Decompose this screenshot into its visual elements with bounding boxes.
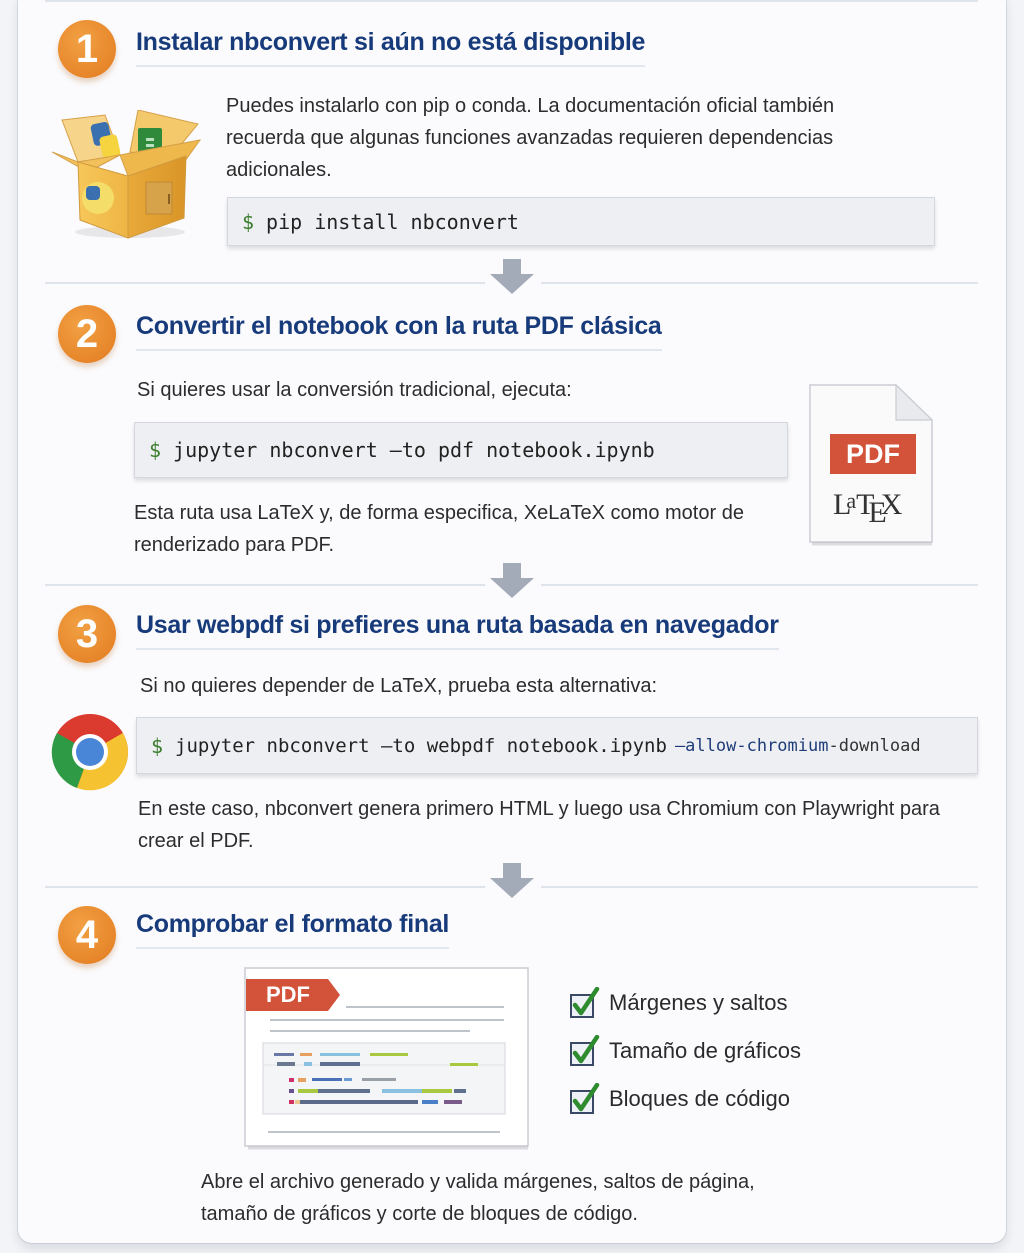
step-2-title: Convertir el notebook con la ruta PDF cl… [136, 312, 662, 351]
step-2-badge: 2 [58, 305, 116, 363]
checked-checkbox-icon[interactable] [569, 1083, 601, 1115]
pdf-ribbon-icon [246, 979, 340, 1011]
checklist-item[interactable]: Márgenes y saltos [569, 979, 801, 1027]
step-1-badge: 1 [58, 20, 116, 78]
format-checklist: Márgenes y saltos Tamaño de gráficos Blo… [569, 979, 801, 1123]
checked-checkbox-icon[interactable] [569, 1035, 601, 1067]
command-flag: —allow-chromium [674, 735, 829, 756]
step-2-intro: Si quieres usar la conversión tradiciona… [137, 379, 572, 401]
step-2-description: Esta ruta usa LaTeX y, de forma especifi… [134, 502, 744, 556]
shell-prompt: $ [151, 733, 164, 758]
checked-checkbox-icon[interactable] [569, 987, 601, 1019]
step-1-title: Instalar nbconvert si aún no está dispon… [136, 28, 645, 67]
step-3-intro: Si no quieres depender de LaTeX, prueba … [140, 675, 658, 697]
shell-prompt: $ [242, 209, 255, 234]
pdf-label: PDF [830, 434, 916, 474]
arrow-down-icon [490, 863, 534, 898]
step-4-badge: 4 [58, 906, 116, 964]
shell-prompt: $ [149, 438, 162, 462]
latex-logo: LaTEX [833, 488, 903, 529]
step-4-description: Abre el archivo generado y valida márgen… [201, 1171, 755, 1225]
checklist-label: Tamaño de gráficos [609, 1038, 801, 1063]
checklist-item[interactable]: Bloques de código [569, 1075, 801, 1123]
step-1-command-block[interactable]: $ pip install nbconvert [227, 197, 935, 246]
step-3-description: En este caso, nbconvert genera primero H… [138, 798, 940, 852]
chrome-icon [51, 714, 129, 791]
arrow-down-icon [490, 259, 534, 294]
step-3-title: Usar webpdf si prefieres una ruta basada… [136, 611, 779, 650]
step-3-command-block[interactable]: $ jupyter nbconvert —to webpdf notebook.… [136, 717, 978, 774]
command-flag-tail: -download [828, 735, 921, 756]
checklist-item[interactable]: Tamaño de gráficos [569, 1027, 801, 1075]
checklist-label: Bloques de código [609, 1086, 791, 1111]
command-text: jupyter nbconvert —to pdf notebook.ipynb [173, 438, 655, 462]
step-2-command-block[interactable]: $ jupyter nbconvert —to pdf notebook.ipy… [134, 422, 788, 478]
checklist-label: Márgenes y saltos [609, 990, 788, 1015]
command-text: pip install nbconvert [266, 209, 519, 234]
pdf-ribbon-label: PDF [266, 982, 310, 1007]
arrow-down-icon [490, 563, 534, 598]
command-text: jupyter nbconvert —to webpdf notebook.ip… [175, 734, 667, 757]
step-3-badge: 3 [58, 605, 116, 663]
step-1-description: Puedes instalarlo con pip o conda. La do… [226, 95, 835, 181]
package-box-icon [51, 110, 202, 239]
step-4-title: Comprobar el formato final [136, 910, 449, 949]
top-divider [45, 0, 978, 2]
